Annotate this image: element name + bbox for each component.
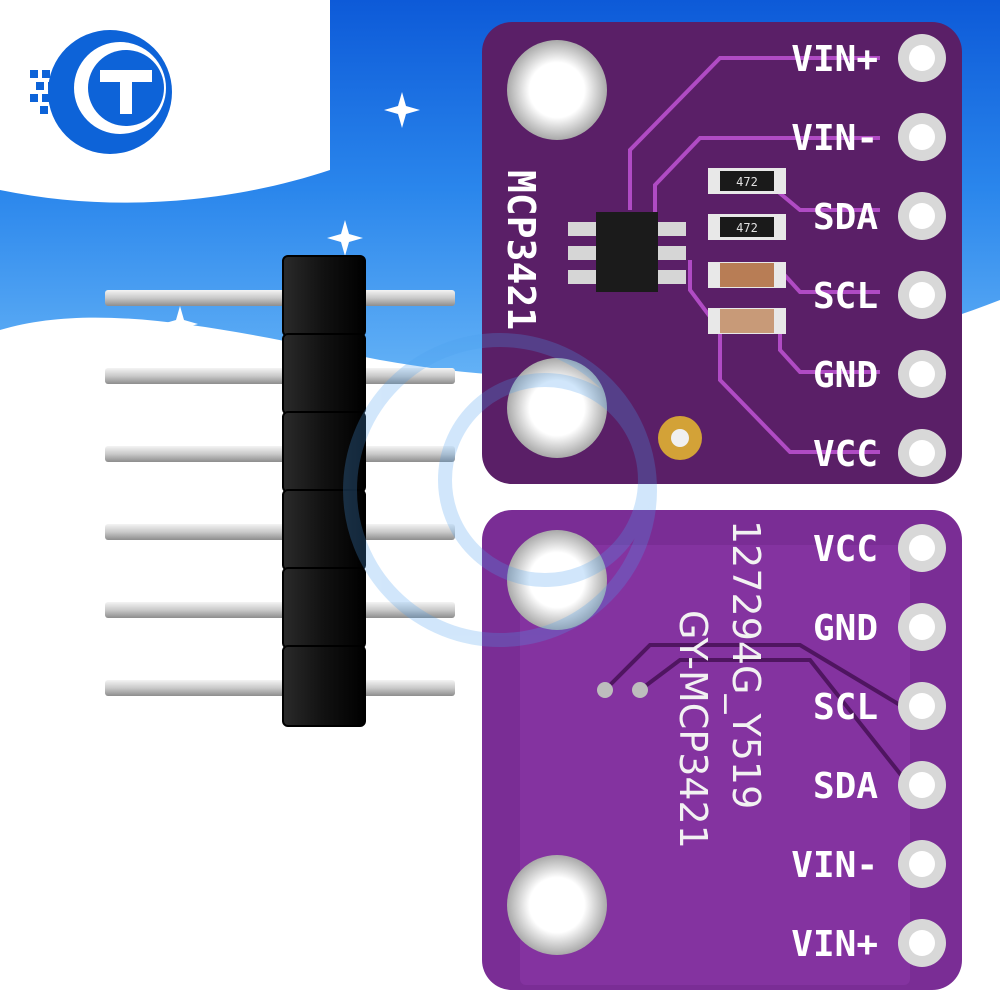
bottom-pin-label: VCC (813, 529, 878, 570)
top-pin-label: SDA (813, 197, 878, 238)
mounting-hole (507, 530, 607, 630)
pin-hole (909, 361, 935, 387)
board-top: 472 472 MCP3421 VIN+ VIN- SDA SCL GND VCC (482, 22, 962, 484)
bottom-pin-label: VIN- (791, 845, 878, 886)
top-pin-label: VCC (813, 434, 878, 475)
brand-logo: C (30, 30, 172, 154)
header-pin (105, 446, 455, 462)
header-pin (105, 290, 455, 306)
top-pin-label: VIN- (791, 118, 878, 159)
header-housing (282, 255, 366, 337)
mounting-hole (507, 855, 607, 955)
watermark-logo (343, 333, 657, 647)
board-bottom: GY-MCP3421 127294G_Y519 VCC GND SCL SDA VIN-… (482, 510, 962, 990)
pin-hole (909, 45, 935, 71)
adc-chip (568, 212, 686, 292)
pin-hole (909, 614, 935, 640)
header-housing (282, 567, 366, 649)
star-icon (162, 306, 198, 342)
header-pin (105, 368, 455, 384)
pin-hole (909, 930, 935, 956)
pin-hole (909, 535, 935, 561)
silkscreen-line-2: 127294G_Y519 (724, 520, 768, 809)
sparkle-stars (162, 48, 420, 342)
star-icon (384, 92, 420, 128)
pin-hole (909, 772, 935, 798)
header-pin (105, 524, 455, 540)
silkscreen-line-1: GY-MCP3421 (671, 610, 715, 849)
pin-header (105, 255, 455, 727)
header-housing (282, 333, 366, 415)
bottom-pin-label: SDA (813, 766, 878, 807)
pin-hole (909, 124, 935, 150)
resistor-label: 472 (736, 175, 758, 189)
top-pin-label: SCL (813, 276, 878, 317)
bottom-pin-label: SCL (813, 687, 878, 728)
bottom-pin-label: GND (813, 608, 878, 649)
pin-hole (909, 693, 935, 719)
star-icon (327, 220, 363, 256)
header-housing (282, 645, 366, 727)
star-icon (212, 150, 248, 186)
star-icon (279, 48, 315, 84)
top-pin-label: VIN+ (791, 39, 878, 80)
resistor: 472 (708, 214, 786, 240)
pin-hole (909, 203, 935, 229)
chip-label: MCP3421 (499, 170, 543, 330)
resistor-label: 472 (736, 221, 758, 235)
pin-hole (909, 440, 935, 466)
header-pin (105, 602, 455, 618)
mounting-hole (507, 40, 607, 140)
bottom-pin-label: VIN+ (791, 924, 878, 965)
top-pin-label: GND (813, 355, 878, 396)
mounting-hole (507, 358, 607, 458)
capacitor (708, 262, 786, 288)
pin-hole (909, 282, 935, 308)
pin-hole (909, 851, 935, 877)
resistor: 472 (708, 168, 786, 194)
capacitor (708, 308, 786, 334)
header-pin (105, 680, 455, 696)
